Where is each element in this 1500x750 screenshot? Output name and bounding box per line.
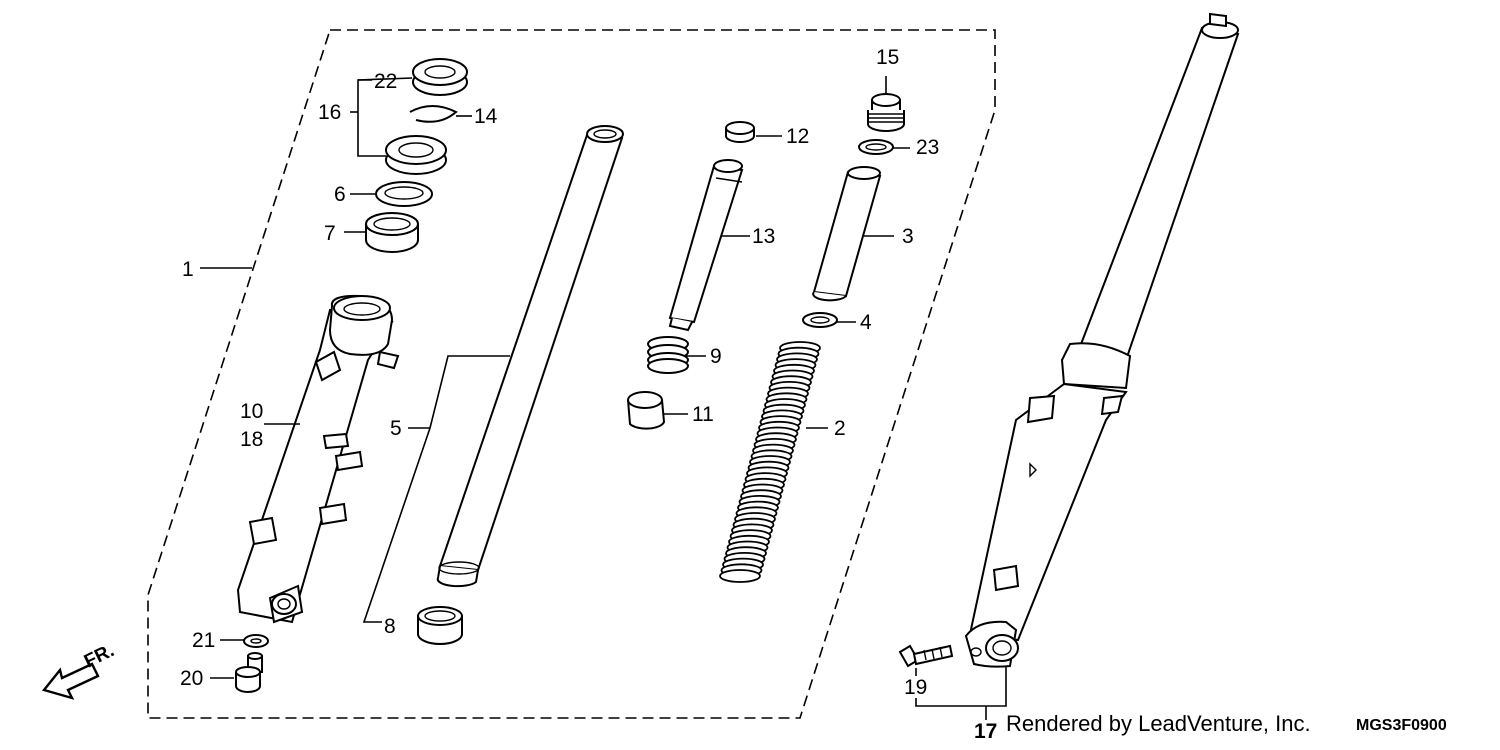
callout-15: 15	[876, 46, 899, 69]
callout-9: 9	[710, 345, 722, 368]
callout-16: 16	[318, 101, 341, 124]
callout-11: 11	[692, 403, 714, 426]
callout-13: 13	[752, 225, 775, 248]
fork-assembly-part	[964, 12, 1240, 668]
callout-21: 21	[192, 629, 215, 652]
callout-5: 5	[390, 417, 402, 440]
fork-slider-part	[236, 294, 400, 624]
callout-7: 7	[324, 222, 336, 245]
callout-23: 23	[916, 136, 939, 159]
diagram-code: MGS3F0900	[1356, 717, 1447, 734]
callout-4: 4	[860, 311, 872, 334]
callout-2: 2	[834, 417, 846, 440]
callout-18: 18	[240, 428, 263, 451]
callout-17: 17	[974, 720, 997, 743]
front-direction-indicator: FR.	[41, 640, 118, 700]
socket-bolt-part	[235, 652, 263, 693]
sealing-washer-part	[243, 634, 269, 648]
stopper-ring-part	[409, 105, 458, 123]
fork-pipe-part	[436, 125, 624, 588]
assembly-boundary	[147, 29, 996, 719]
callout-19: 19	[904, 676, 927, 699]
callout-3: 3	[902, 225, 914, 248]
piston-ring-part	[725, 121, 755, 143]
slider-bushing-part	[417, 606, 463, 645]
fork-bolt-part	[867, 93, 905, 132]
spring-seat-part	[802, 312, 838, 328]
callout-10: 10	[240, 400, 263, 423]
washer-part	[375, 181, 433, 207]
callout-8: 8	[384, 615, 396, 638]
callout-1: 1	[182, 258, 194, 281]
spring-collar-part	[812, 166, 882, 302]
guide-bushing-part	[365, 212, 419, 253]
leader-lines	[200, 76, 1007, 720]
oil-lock-piece-part	[627, 391, 666, 430]
fork-spring-part	[719, 341, 821, 583]
front-arrow-icon	[41, 662, 100, 700]
callout-22: 22	[374, 70, 397, 93]
callout-14: 14	[474, 105, 498, 128]
rebound-spring-part	[647, 336, 689, 374]
axle-pinch-bolt-part	[898, 644, 954, 668]
o-ring-part	[858, 139, 894, 155]
render-credit: Rendered by LeadVenture, Inc.	[1006, 711, 1311, 736]
callout-12: 12	[786, 125, 809, 148]
callout-6: 6	[334, 183, 346, 206]
dust-seal-part	[412, 58, 468, 96]
callout-labels: 22 16 14 6 7 1 10 18 5 8 21 20 12 13 9 1…	[180, 46, 997, 743]
damper-rod-part	[668, 159, 744, 332]
callout-20: 20	[180, 667, 203, 690]
oil-seal-part	[385, 135, 447, 175]
